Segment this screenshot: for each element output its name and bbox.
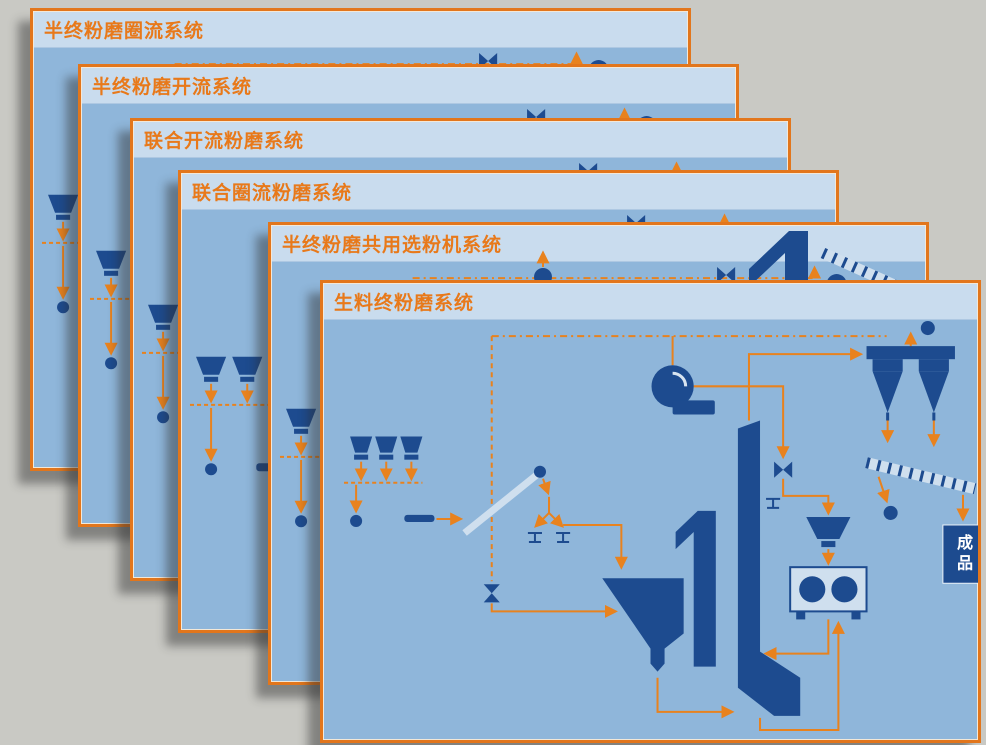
- equipment-shapes: [350, 321, 955, 716]
- pulley-icon: [533, 465, 547, 478]
- ball-icon: [883, 505, 898, 520]
- card-title: 生料终粉磨系统: [334, 292, 475, 314]
- card-header: 半终粉磨圈流系统: [33, 11, 688, 48]
- vibrating-screen-icon: [865, 457, 977, 495]
- card-title: 半终粉磨开流系统: [92, 76, 253, 98]
- flow-lines: [344, 331, 970, 731]
- roller-press-icon: [789, 566, 868, 613]
- mill-funnel-icon: [602, 578, 684, 672]
- card-header: 联合开流粉磨系统: [133, 121, 788, 158]
- card-body: 成品: [323, 320, 978, 740]
- card-header: 生料终粉磨系统: [323, 283, 978, 320]
- vertical-mill-icon: [675, 510, 716, 667]
- card-header: 联合圈流粉磨系统: [181, 173, 836, 210]
- card-title: 半终粉磨圈流系统: [44, 20, 205, 42]
- product-box: 成品: [942, 524, 978, 584]
- support-stand-icon: [527, 497, 781, 544]
- cyclone-separator-icon: [866, 346, 955, 413]
- ball-icon: [350, 514, 363, 527]
- system-card-6: 生料终粉磨系统: [320, 280, 981, 743]
- product-label: 成品: [953, 534, 972, 575]
- card-header: 半终粉磨开流系统: [81, 67, 736, 104]
- bucket-elevator-icon: [737, 420, 801, 716]
- fan-curl: [672, 371, 688, 387]
- card-title: 半终粉磨共用选粉机系统: [282, 234, 503, 256]
- card-title: 联合圈流粉磨系统: [192, 182, 353, 204]
- feed-hopper-icon: [350, 436, 423, 460]
- belt-conveyor-icon: [404, 514, 435, 522]
- incline-conveyor-icon: [462, 471, 540, 536]
- raw-mill-process-diagram: 成品: [344, 321, 978, 731]
- press-hopper-icon: [806, 516, 851, 548]
- rotary-valve-icon: [483, 461, 793, 603]
- vent-ball-icon: [920, 321, 935, 336]
- card-title: 联合开流粉磨系统: [144, 130, 305, 152]
- card-header: 半终粉磨共用选粉机系统: [271, 225, 926, 262]
- fan-icon: [651, 365, 715, 415]
